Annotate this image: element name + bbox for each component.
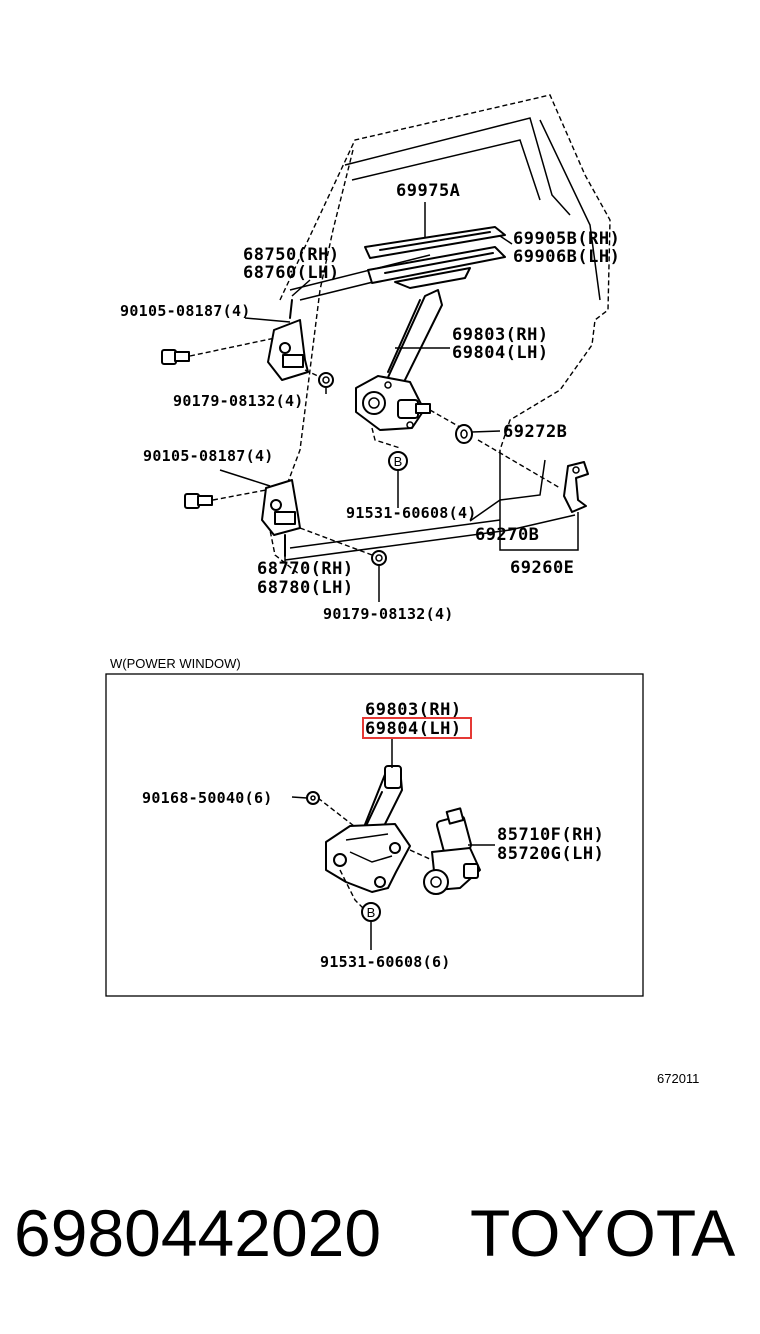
inset-label-85720G: 85720G(LH) <box>497 844 604 864</box>
label-69804: 69804(LH) <box>452 343 549 363</box>
circle-b-inset: B <box>361 902 381 922</box>
label-68770: 68770(RH) <box>257 559 354 579</box>
power-regulator <box>317 765 411 911</box>
inset-label-85710F: 85710F(RH) <box>497 825 604 845</box>
label-69270B: 69270B <box>475 525 539 545</box>
upper-labels: 69975A 68750(RH) 68760(LH) 69905B(RH) 69… <box>120 181 620 623</box>
circle-b-upper: B <box>388 451 408 471</box>
regulator-handle <box>563 461 589 513</box>
inset-frame <box>105 673 644 997</box>
label-69975A: 69975A <box>396 181 460 201</box>
label-68750: 68750(RH) <box>243 245 340 265</box>
hinge-nut-upper <box>304 369 334 388</box>
figure-number: 672011 <box>657 1071 699 1086</box>
belt-weatherstrips <box>364 226 506 289</box>
label-90179-a: 90179-08132(4) <box>173 392 304 410</box>
label-69905B: 69905B(RH) <box>513 229 620 249</box>
circle-b-label: B <box>394 454 403 469</box>
grommet-69272B <box>455 424 473 444</box>
label-90105-b: 90105-08187(4) <box>143 447 274 465</box>
inset-label-91531: 91531-60608(6) <box>320 953 451 971</box>
highlight-box <box>362 717 472 739</box>
power-window-motor <box>409 807 481 895</box>
inset-labels: 69803(RH) 69804(LH) 90168-50040(6) 85710… <box>142 700 604 971</box>
label-91531-upper: 91531-60608(4) <box>346 504 477 522</box>
circle-b-inset-label: B <box>367 905 376 920</box>
hinge-bolt-lower <box>184 489 267 509</box>
upper-hinge <box>267 299 309 381</box>
inset-caption: W(POWER WINDOW) <box>110 656 241 671</box>
lower-hinge <box>261 479 301 557</box>
door-outline <box>269 94 611 576</box>
inset-label-90168: 90168-50040(6) <box>142 789 273 807</box>
hinge-bolt-upper <box>161 337 276 365</box>
label-68780: 68780(LH) <box>257 578 354 598</box>
leader-lines-inset <box>291 738 495 950</box>
label-90179-b: 90179-08132(4) <box>323 605 454 623</box>
label-69803: 69803(RH) <box>452 325 549 345</box>
window-regulator <box>355 289 561 489</box>
inset-label-69804-highlighted: 69804(LH) <box>365 719 462 739</box>
label-90105-a: 90105-08187(4) <box>120 302 251 320</box>
label-68760: 68760(LH) <box>243 263 340 283</box>
leader-lines-upper <box>219 202 579 602</box>
label-69260E: 69260E <box>510 558 574 578</box>
footer-brand: TOYOTA <box>470 1196 735 1270</box>
label-69906B: 69906B(LH) <box>513 247 620 267</box>
screw-90168 <box>306 791 320 805</box>
label-69272B: 69272B <box>503 422 567 442</box>
footer-part-number: 6980442020 <box>14 1196 381 1270</box>
inset-label-69803: 69803(RH) <box>365 700 462 720</box>
